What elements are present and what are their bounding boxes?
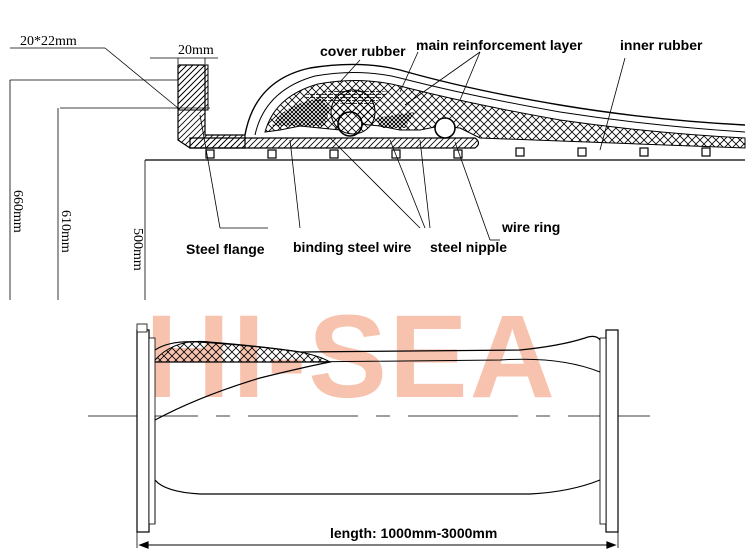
dim-flange-section: 20*22mm	[20, 34, 77, 49]
label-cover-rubber: cover rubber	[320, 43, 406, 59]
label-steel-nipple: steel nipple	[430, 239, 507, 255]
label-main-reinforcement: main reinforcement layer	[416, 37, 583, 53]
hose-side-view	[88, 323, 650, 549]
label-wire-ring: wire ring	[501, 219, 560, 235]
dim-outer-diameter: 660mm	[10, 190, 25, 233]
label-steel-flange: Steel flange	[186, 241, 265, 257]
section-view	[9, 47, 746, 300]
label-length: length: 1000mm-3000mm	[330, 525, 497, 541]
label-inner-rubber: inner rubber	[620, 37, 703, 53]
dim-flange-width: 20mm	[178, 43, 214, 58]
dim-inner-diameter: 500mm	[130, 228, 145, 271]
label-binding-steel-wire: binding steel wire	[293, 239, 411, 255]
dim-mid-diameter: 610mm	[58, 210, 73, 253]
